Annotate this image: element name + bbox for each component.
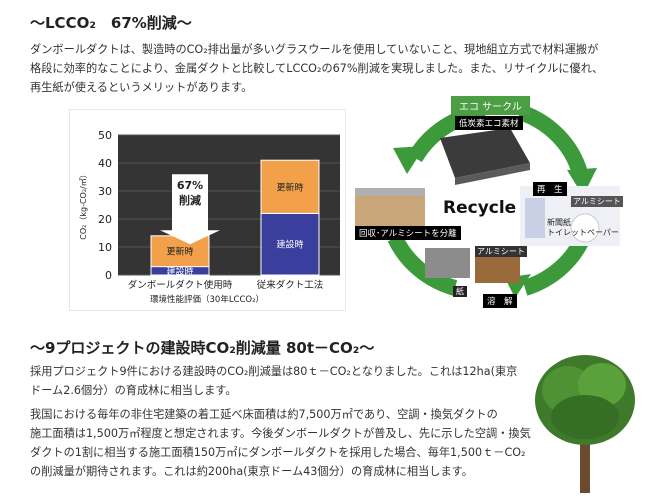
y-tick-label: 40 — [98, 157, 112, 170]
paragraph-line: 再生紙が使えるというメリットがあります。 — [30, 81, 253, 94]
cycle-arrow — [387, 234, 458, 296]
paragraph-line: の削減量が期待されます。これは約200ha(東京ドーム43個分）の育成林に相当し… — [30, 465, 473, 478]
bar-renewal — [150, 235, 210, 268]
low-carbon-label: 低炭素エコ素材 — [455, 116, 523, 130]
tissue-label: 新聞紙 トイレットペーパー — [547, 218, 619, 237]
eco-material-image — [440, 128, 530, 178]
y-tick-label: 30 — [98, 185, 112, 198]
aluminum-sheet-image — [425, 248, 470, 278]
reduction-annotation: 67% — [177, 179, 203, 192]
lcco2-bar-chart: 01020304050CO₂（kg-CO₂/㎡）建設時更新時ダンボールダクト使用… — [79, 129, 340, 291]
y-tick-label: 50 — [98, 129, 112, 142]
paragraph-line: ダクトの1割に相当する施工面積150万㎡にダンボールダクトを採用した場合、毎年1… — [30, 446, 526, 459]
y-tick-label: 10 — [98, 241, 112, 254]
paragraph-line: 採用プロジェクト9件における建設時のCO₂削減量は80ｔ－CO₂となりました。こ… — [30, 365, 518, 378]
dissolve-label: 溶 解 — [483, 294, 517, 308]
bar-label: 更新時 — [276, 181, 303, 193]
cycle-arrowhead — [393, 146, 425, 174]
tree-icon — [535, 355, 635, 493]
x-tick-label: ダンボールダクト使用時 — [128, 279, 233, 291]
section2-paragraph2: 我国における毎年の非住宅建築の着工延べ床面積は約7,500万㎡であり、空調・換気… — [30, 405, 531, 481]
y-tick-label: 20 — [98, 213, 112, 226]
separate-label: 回収･アルミシートを分離 — [355, 226, 461, 240]
x-tick-label: 従来ダクト工法 — [257, 279, 324, 291]
recycle-label: Recycle — [443, 198, 517, 218]
bar-label: 更新時 — [166, 246, 193, 258]
regen-label: 再 生 — [533, 182, 567, 196]
paragraph-line: ダンボールダクトは、製造時のCO₂排出量が多いグラスウールを使用していないこと、… — [30, 43, 599, 56]
paragraph-line: 我国における毎年の非住宅建築の着工延べ床面積は約7,500万㎡であり、空調・換気… — [30, 408, 498, 421]
reduction-arrow — [160, 174, 220, 245]
bar-construction — [260, 212, 320, 276]
reduction-annotation: 削減 — [179, 193, 201, 207]
eco-cycle-diagram: エコ サークル 低炭素エコ素材 Recycle 再 生 アルミシート 新聞紙 ト… — [355, 96, 625, 308]
bar-renewal — [260, 159, 320, 214]
section2-paragraph1: 採用プロジェクト9件における建設時のCO₂削減量は80ｔ－CO₂となりました。こ… — [30, 362, 517, 400]
section2-title: 〜9プロジェクトの建設時CO₂削減量 80t－CO₂〜 — [30, 339, 375, 357]
eco-circle-title: エコ サークル — [451, 96, 530, 115]
cycle-arrowhead — [567, 168, 597, 196]
section1-title: 〜LCCO₂ 67%削減〜 — [30, 14, 192, 32]
eco-cycle-graphic — [355, 104, 620, 298]
cycle-arrow — [517, 104, 588, 176]
y-axis-label: CO₂（kg-CO₂/㎡） — [79, 170, 88, 239]
y-tick-label: 0 — [105, 269, 112, 282]
paper-label: 紙 — [453, 286, 467, 297]
chart-caption: 環境性能評価（30年LCCO₂） — [150, 295, 265, 305]
bar-label: 建設時 — [166, 265, 193, 277]
section1-paragraph: ダンボールダクトは、製造時のCO₂排出量が多いグラスウールを使用していないこと、… — [30, 40, 603, 97]
aluminum-sheet-label-bottom: アルミシート — [475, 246, 527, 257]
paragraph-line: 格段に効率的なことにより、金属ダクトと比較してLCCO₂の67%削減を実現しまし… — [30, 62, 604, 75]
paragraph-line: ドーム2.6個分）の育成林に相当します。 — [30, 384, 237, 397]
paragraph-line: 施工面積は1,500万㎡程度と想定されます。今後ダンボールダクトが普及し、先に示… — [30, 427, 531, 440]
aluminum-sheet-label-right: アルミシート — [571, 196, 623, 207]
bar-label: 建設時 — [276, 239, 303, 251]
